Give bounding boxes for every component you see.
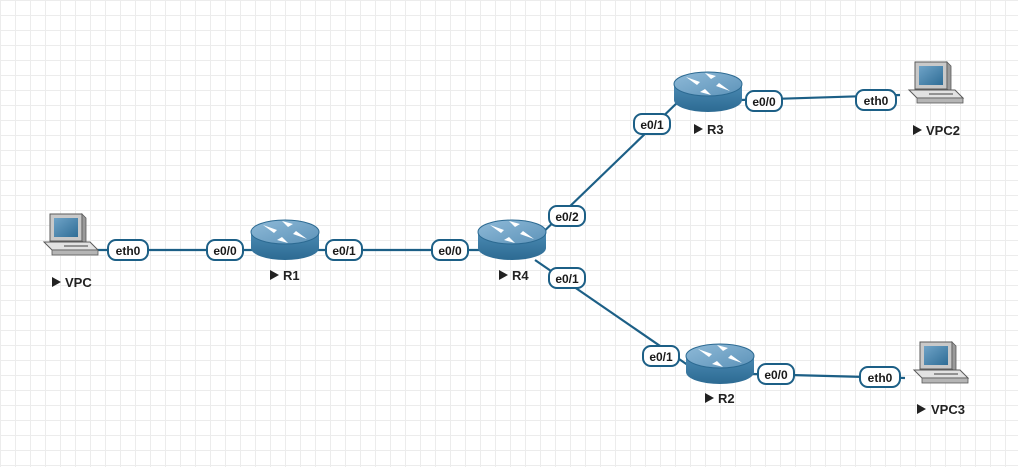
play-icon [705,393,714,403]
pc-icon [43,213,99,256]
router-icon [673,71,743,113]
node-vpc[interactable]: VPC [43,213,99,290]
port-r4-e0-2[interactable]: e0/2 [548,205,586,227]
node-r4[interactable]: R4 [477,219,547,283]
port-r3-e0-0[interactable]: e0/0 [745,90,783,112]
play-icon [913,125,922,135]
node-r2[interactable]: R2 [685,343,755,406]
node-label-vpc2: VPC2 [926,123,960,138]
port-label: e0/1 [332,244,356,258]
port-r4-e0-0[interactable]: e0/0 [431,239,469,261]
port-label: e0/0 [438,244,462,258]
port-label: eth0 [864,94,889,108]
port-label: e0/0 [752,95,776,109]
node-r1[interactable]: R1 [250,219,320,283]
port-r2-e0-1[interactable]: e0/1 [642,345,680,367]
port-r1-e0-1[interactable]: e0/1 [325,239,363,261]
port-label: e0/0 [213,244,237,258]
node-vpc2[interactable]: VPC2 [908,61,964,138]
node-label-r1: R1 [283,268,300,283]
play-icon [270,270,279,280]
port-r1-e0-0[interactable]: e0/0 [206,239,244,261]
port-labels: eth0 e0/0 e0/1 e0/0 e0/2 e0/1 e0/1 e0/0 [107,89,901,388]
port-r2-e0-0[interactable]: e0/0 [757,363,795,385]
port-label: e0/1 [649,350,673,364]
node-r3[interactable]: R3 [673,71,743,137]
port-vpc-eth0[interactable]: eth0 [107,239,149,261]
play-icon [499,270,508,280]
node-label-r2: R2 [718,391,735,406]
router-icon [250,219,320,261]
port-label: e0/1 [640,118,664,132]
node-label-r4: R4 [512,268,529,283]
router-icon [477,219,547,261]
play-icon [694,124,703,134]
port-label: e0/0 [764,368,788,382]
port-label: e0/1 [555,272,579,286]
node-label-vpc: VPC [65,275,92,290]
router-icon [685,343,755,385]
node-vpc3[interactable]: VPC3 [913,341,969,417]
node-label-r3: R3 [707,122,724,137]
port-label: eth0 [116,244,141,258]
port-label: e0/2 [555,210,579,224]
play-icon [52,277,61,287]
pc-icon [913,341,969,384]
node-label-vpc3: VPC3 [931,402,965,417]
port-vpc2-eth0[interactable]: eth0 [855,89,897,111]
port-r4-e0-1[interactable]: e0/1 [548,267,586,289]
port-vpc3-eth0[interactable]: eth0 [859,366,901,388]
port-r3-e0-1[interactable]: e0/1 [633,113,671,135]
play-icon [917,404,926,414]
pc-icon [908,61,964,104]
port-label: eth0 [868,371,893,385]
